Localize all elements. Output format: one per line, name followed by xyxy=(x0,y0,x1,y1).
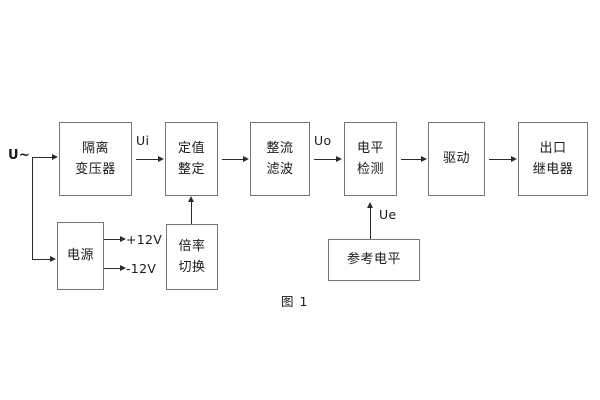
block-output-relay-line2: 继电器 xyxy=(532,162,574,177)
rail-positive-arrow xyxy=(120,236,126,242)
block-drive[interactable]: 驱动 xyxy=(428,122,485,196)
transformer-to-setting-arrow xyxy=(158,156,164,162)
block-power-supply[interactable]: 电源 xyxy=(57,222,104,290)
drive-to-relay-line xyxy=(489,159,511,160)
signal-ue-label: Ue xyxy=(379,207,397,222)
setting-to-rectify-line xyxy=(222,159,243,160)
block-level-detection-line2: 检测 xyxy=(356,162,384,177)
block-output-relay-line1: 出口 xyxy=(539,140,567,156)
input-to-power-arrow xyxy=(50,256,56,262)
input-to-power-line xyxy=(32,259,50,260)
block-level-detection-line1: 电平 xyxy=(356,140,384,156)
block-setting-value[interactable]: 定值 整定 xyxy=(165,122,218,196)
input-to-transformer-line xyxy=(32,157,52,158)
ratio-to-setting-arrow xyxy=(188,196,194,202)
block-ratio-switch-line1: 倍率 xyxy=(178,238,206,254)
signal-ui-label: Ui xyxy=(136,133,150,148)
rail-positive-label: +12V xyxy=(126,232,163,247)
block-ratio-switch[interactable]: 倍率 切换 xyxy=(166,224,218,290)
rail-positive-line xyxy=(104,239,120,240)
level-to-drive-line xyxy=(401,159,421,160)
drive-to-relay-arrow xyxy=(511,156,517,162)
transformer-to-setting-line xyxy=(136,159,158,160)
block-output-relay[interactable]: 出口 继电器 xyxy=(518,122,588,196)
input-bus-vertical-line xyxy=(32,157,33,260)
input-source-label: U~ xyxy=(8,148,31,163)
setting-to-rectify-arrow xyxy=(243,156,249,162)
block-reference-level[interactable]: 参考电平 xyxy=(328,239,420,281)
figure-caption: 图 1 xyxy=(281,294,309,309)
block-isolation-transformer-line2: 变压器 xyxy=(75,162,116,177)
reference-to-level-arrow xyxy=(367,202,373,208)
rail-negative-line xyxy=(104,268,120,269)
block-isolation-transformer-line1: 隔离 xyxy=(81,140,109,156)
block-rectify-filter-line1: 整流 xyxy=(266,140,294,156)
block-reference-level-line1: 参考电平 xyxy=(346,252,401,268)
block-setting-value-line2: 整定 xyxy=(177,162,205,177)
block-setting-value-line1: 定值 xyxy=(177,140,205,156)
ratio-to-setting-line xyxy=(191,202,192,224)
rectify-to-level-line xyxy=(314,159,336,160)
reference-to-level-line xyxy=(370,208,371,239)
block-rectify-filter-line2: 滤波 xyxy=(266,162,294,177)
block-rectify-filter[interactable]: 整流 滤波 xyxy=(250,122,310,196)
level-to-drive-arrow xyxy=(421,156,427,162)
input-to-transformer-arrow xyxy=(52,154,58,160)
signal-uo-label: Uo xyxy=(314,133,332,148)
block-ratio-switch-line2: 切换 xyxy=(178,260,206,275)
rail-negative-label: -12V xyxy=(126,261,157,276)
block-level-detection[interactable]: 电平 检测 xyxy=(344,122,397,196)
block-drive-line1: 驱动 xyxy=(442,151,470,167)
block-isolation-transformer[interactable]: 隔离 变压器 xyxy=(59,122,132,196)
rail-negative-arrow xyxy=(120,265,126,271)
rectify-to-level-arrow xyxy=(336,156,342,162)
block-power-supply-line1: 电源 xyxy=(66,248,94,264)
